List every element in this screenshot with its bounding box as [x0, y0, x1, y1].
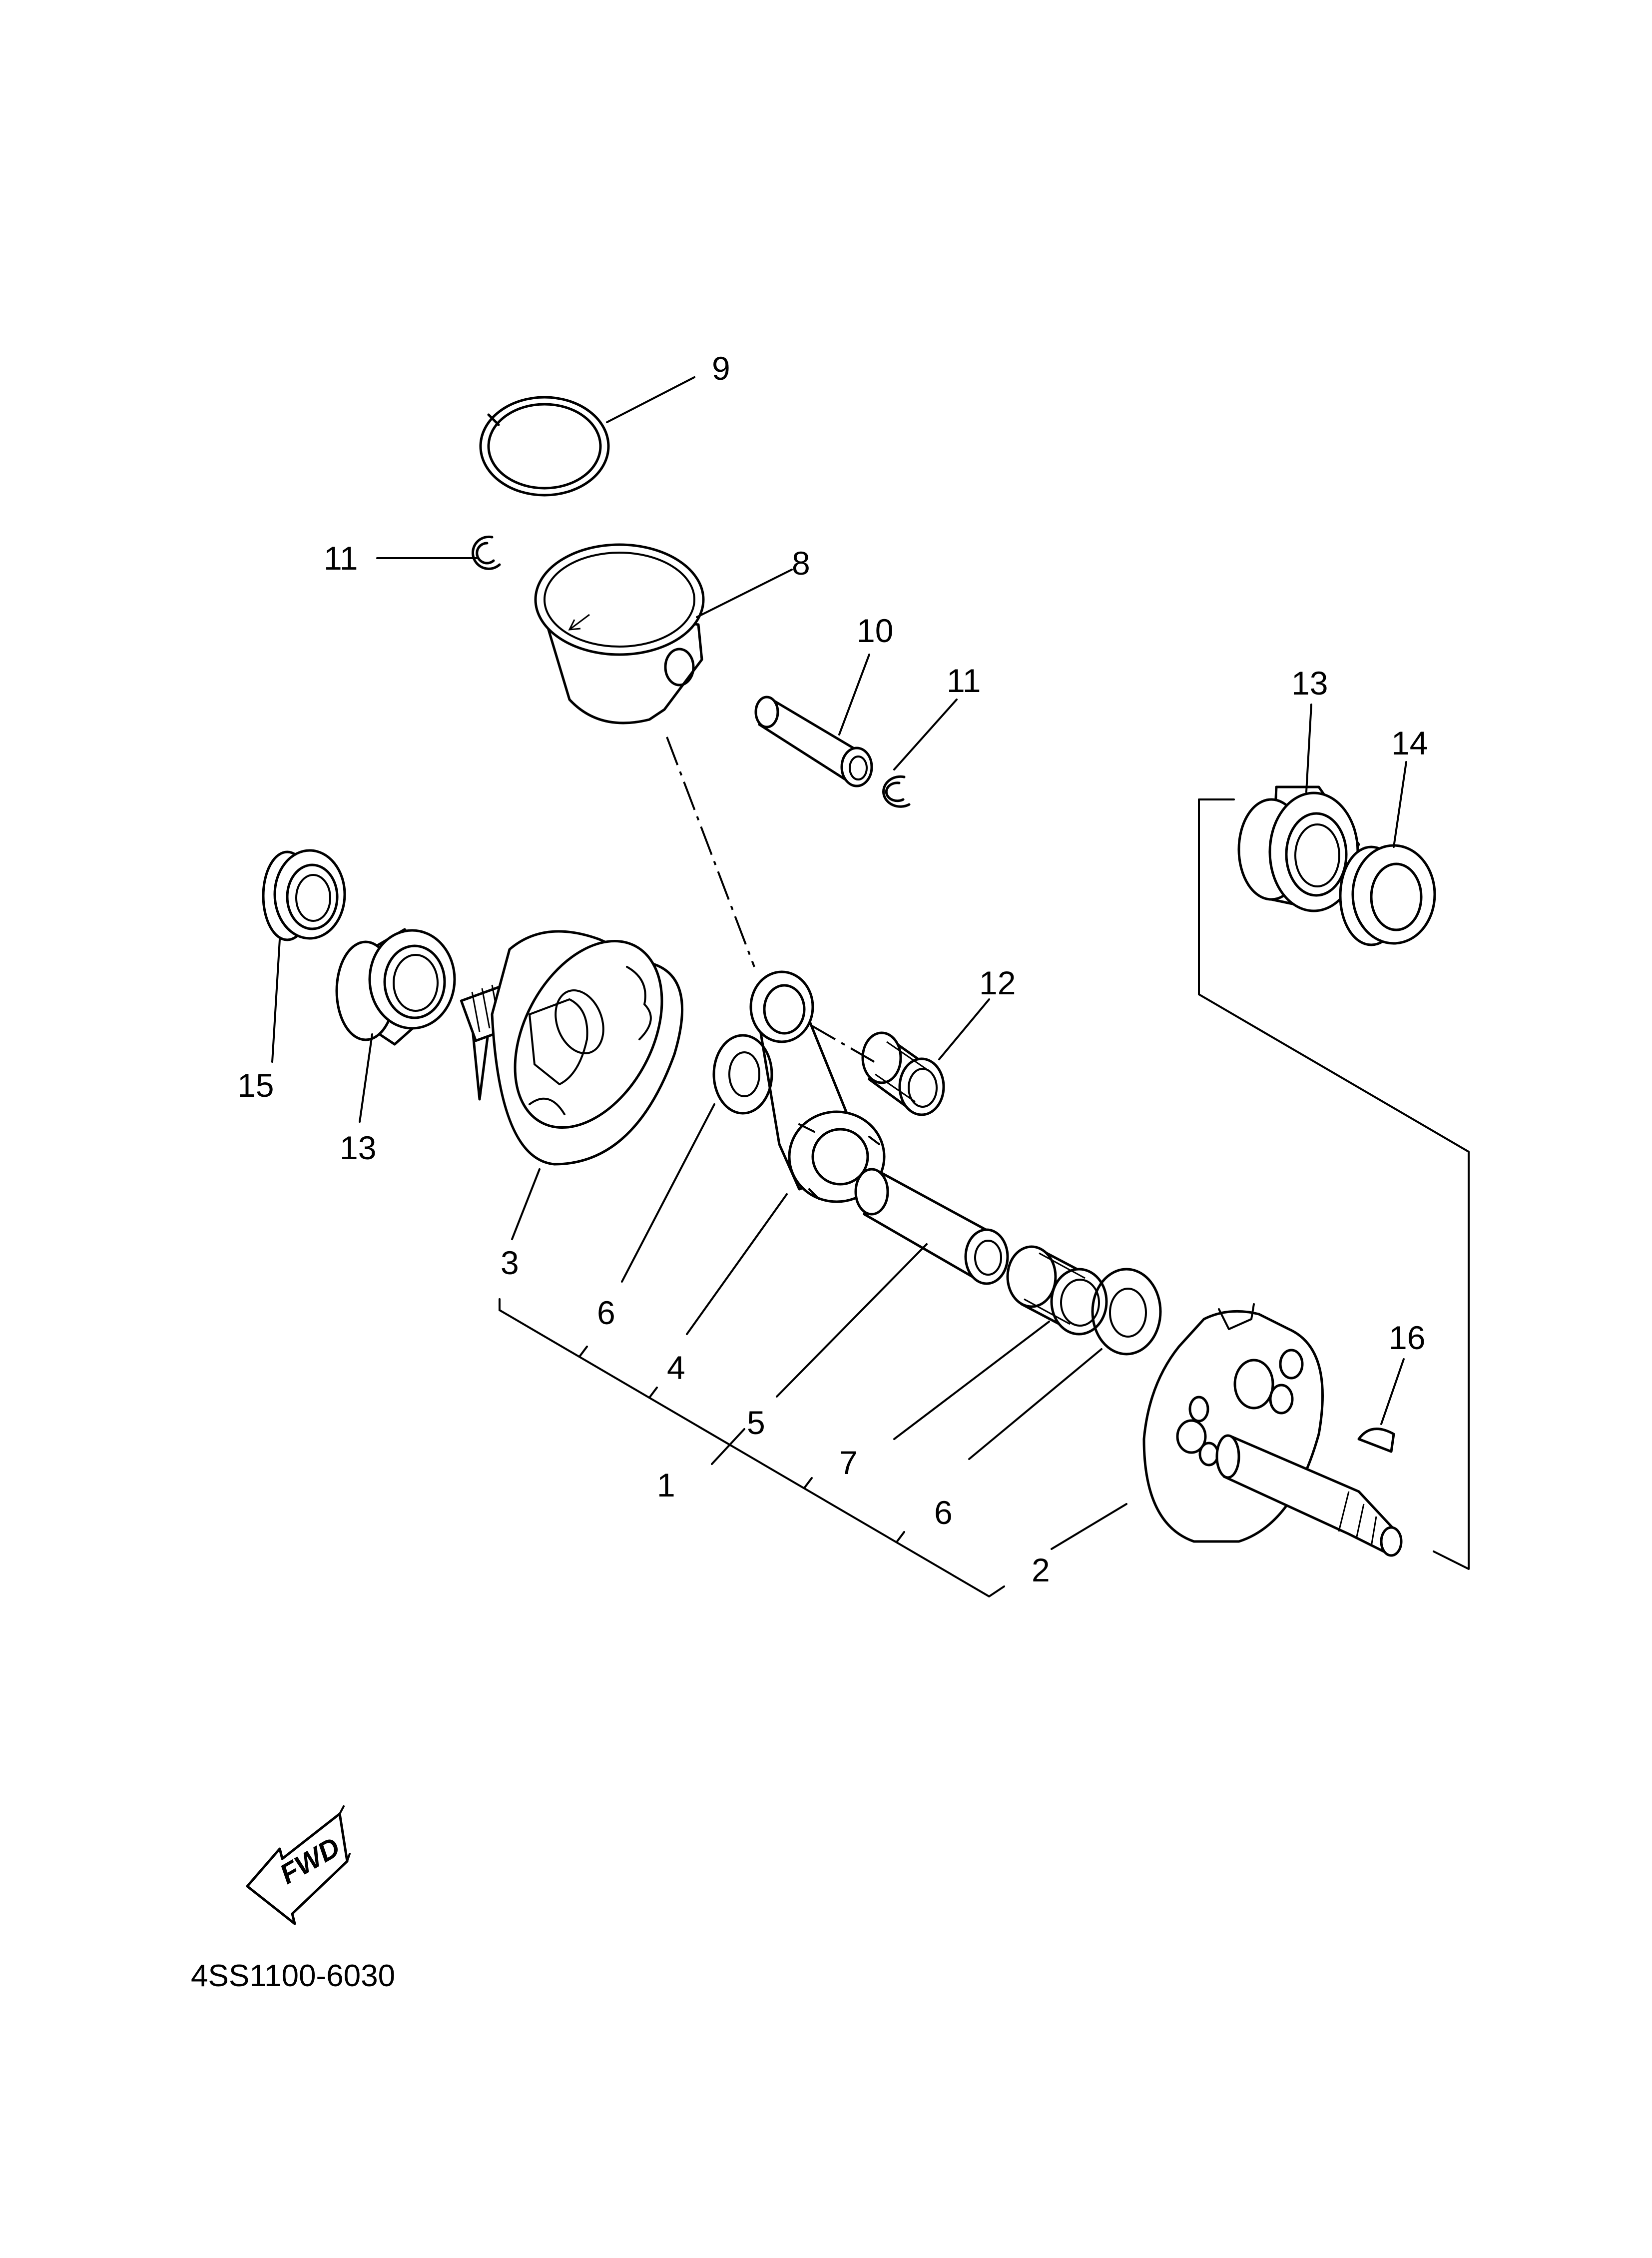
small-end-needle-bearing	[861, 1031, 945, 1116]
callout-14: 14	[1391, 725, 1428, 761]
leader-8	[696, 569, 793, 618]
callout-7: 7	[839, 1444, 858, 1481]
woodruff-key	[1357, 1428, 1395, 1453]
circlip-left	[471, 535, 501, 570]
callout-2: 2	[1032, 1551, 1050, 1588]
leader-7	[893, 1321, 1050, 1440]
leader-5	[776, 1243, 928, 1398]
oil-seal	[262, 849, 346, 941]
callout-6-right: 6	[934, 1494, 953, 1531]
callout-3: 3	[501, 1244, 519, 1281]
leader-1	[711, 1428, 745, 1465]
leader-4	[686, 1193, 788, 1335]
crank-pin	[854, 1168, 1009, 1285]
callout-10: 10	[857, 612, 893, 649]
leader-2	[1051, 1503, 1127, 1550]
leader-9	[606, 376, 695, 423]
leader-12	[938, 998, 990, 1060]
assembly-bracket	[499, 1298, 1005, 1597]
crank-half-right	[1142, 1303, 1403, 1557]
piston-pin	[754, 696, 873, 787]
leader-15	[271, 938, 281, 1063]
oil-seal-right	[1339, 844, 1436, 946]
leader-13-left	[359, 1033, 373, 1123]
thrust-washer-left	[712, 1034, 773, 1115]
callout-11-left: 11	[324, 540, 358, 577]
right-bearing-bracket	[1198, 798, 1470, 1570]
callout-13-left: 13	[340, 1129, 376, 1166]
callout-5: 5	[747, 1404, 765, 1441]
leader-11-right	[893, 699, 958, 770]
diagram-code: 4SS1100-6030	[191, 1959, 395, 1993]
callout-1: 1	[657, 1467, 675, 1504]
circlip-right	[882, 775, 911, 808]
fwd-label: FWD	[274, 1831, 345, 1890]
callout-15: 15	[237, 1067, 274, 1104]
crank-bearing-left	[335, 928, 456, 1046]
callout-16: 16	[1389, 1319, 1425, 1356]
callout-13-right: 13	[1291, 665, 1328, 702]
rod-to-bearing-centerline	[809, 1023, 875, 1063]
piston	[534, 543, 705, 725]
big-end-needle-bearing	[1006, 1245, 1108, 1336]
callout-8: 8	[792, 545, 810, 582]
leader-6-right	[968, 1348, 1102, 1460]
callout-11-right: 11	[947, 662, 981, 699]
leader-10	[838, 654, 870, 736]
callout-12: 12	[979, 964, 1016, 1001]
leader-13-right	[1305, 704, 1312, 793]
crank-bearing-right	[1237, 785, 1360, 912]
thrust-washer-right	[1091, 1268, 1162, 1356]
callout-9: 9	[712, 350, 730, 387]
callout-4: 4	[667, 1349, 685, 1386]
leader-6-left	[621, 1103, 715, 1283]
leader-16	[1380, 1358, 1405, 1425]
piston-to-rod-centerline	[666, 737, 755, 967]
crank-half-left	[460, 930, 683, 1166]
callout-6-left: 6	[597, 1294, 615, 1331]
leader-3	[511, 1168, 541, 1240]
fwd-arrow-icon: FWD	[246, 1805, 351, 1925]
piston-ring	[479, 396, 610, 497]
leader-14	[1393, 761, 1407, 848]
